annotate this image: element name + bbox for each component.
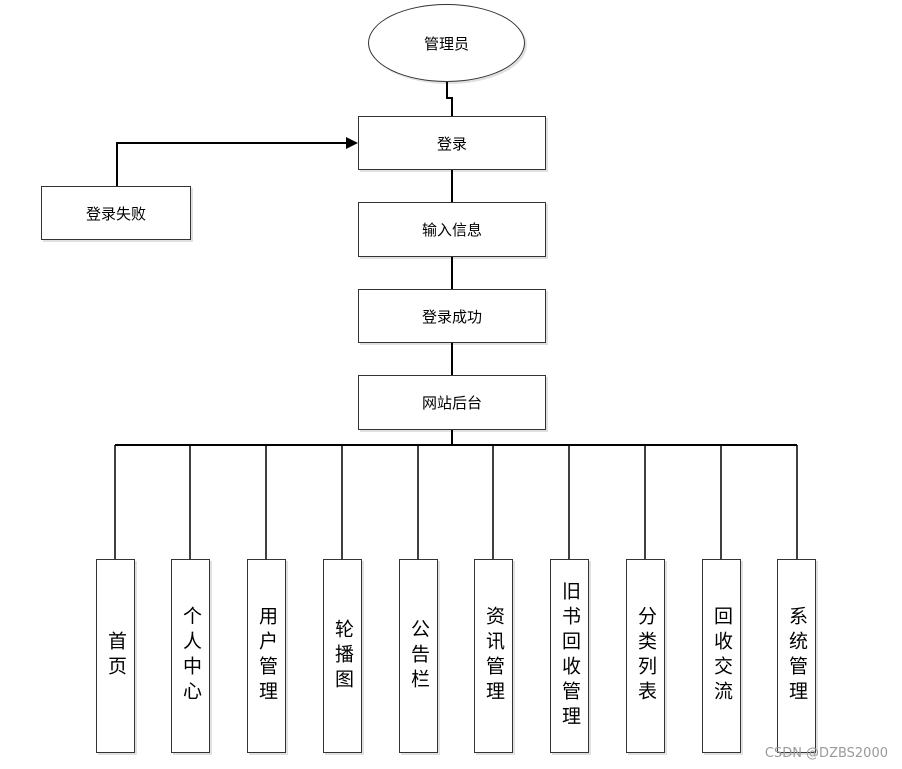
root-node-admin: 管理员 [368,4,525,82]
module-label: 首页 [105,631,127,681]
module-label: 用户管理 [256,606,278,706]
module-box: 个人中心 [171,559,210,753]
watermark: CSDN @DZBS2000 [764,746,888,761]
root-node-label: 管理员 [423,34,469,53]
connector-fail-to-login [116,142,350,186]
node-backend: 网站后台 [358,375,546,430]
module-label: 旧书回收管理 [559,581,581,731]
node-login-label: 登录 [436,134,467,153]
module-label: 回收交流 [711,606,733,706]
node-backend-label: 网站后台 [421,394,482,412]
node-login: 登录 [358,116,546,170]
module-label: 公告栏 [408,618,430,694]
module-label: 系统管理 [786,606,808,706]
connector-root-to-login [446,82,453,116]
module-box: 首页 [96,559,135,753]
module-box: 回收交流 [702,559,741,753]
module-label: 分类列表 [635,606,657,706]
module-label: 个人中心 [180,606,202,706]
module-label: 资讯管理 [483,606,505,706]
arrowhead-login [346,137,358,149]
module-box: 分类列表 [626,559,665,753]
module-box: 系统管理 [777,559,816,753]
module-label: 轮播图 [332,618,354,694]
module-box: 公告栏 [399,559,438,753]
node-input-info: 输入信息 [358,202,546,257]
node-login-fail: 登录失败 [41,186,191,240]
node-login-success-label: 登录成功 [421,307,482,326]
module-box: 用户管理 [247,559,286,753]
node-input-info-label: 输入信息 [421,221,482,239]
node-login-fail-label: 登录失败 [85,204,146,223]
module-box: 轮播图 [323,559,362,753]
module-box: 旧书回收管理 [550,559,589,753]
node-login-success: 登录成功 [358,289,546,343]
module-box: 资讯管理 [474,559,513,753]
